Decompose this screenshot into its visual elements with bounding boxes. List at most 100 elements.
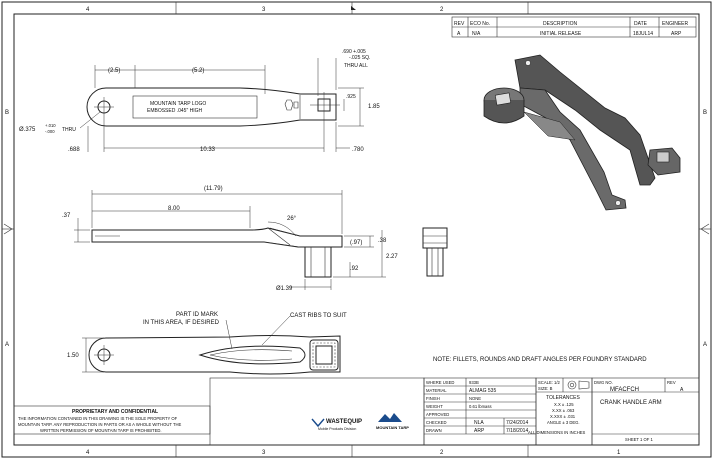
dim-2-27: 2.27 xyxy=(386,254,398,260)
proprietary-line3: WRITTEN PERMISSION OF MOUNTAIN TARP IS P… xyxy=(40,428,162,433)
hole-dia: Ø.375 xyxy=(19,127,36,133)
dim-10-33: 10.33 xyxy=(200,147,216,153)
checked-by: NLA xyxy=(474,420,484,426)
zone-labels: 4 3 2 4 3 2 1 B B A A xyxy=(5,7,707,456)
rev-cell-description: INITIAL RELEASE xyxy=(540,31,582,37)
proprietary-line1: THE INFORMATION CONTAINED IN THIS DRAWIN… xyxy=(18,416,178,421)
top-view: MOUNTAIN TARP LOGO EMBOSSED .045" HIGH (… xyxy=(19,49,380,153)
sq-dim-line2: -.025 SQ. xyxy=(349,55,370,61)
dim-2-5: (2.5) xyxy=(108,68,120,74)
zone-row-b-left: B xyxy=(5,110,9,116)
rev-label: REV xyxy=(667,380,676,385)
sq-dim-line3: THRU ALL xyxy=(344,63,368,69)
mountain-tarp-logo: MOUNTAIN TARP xyxy=(376,413,409,430)
where-used-label: WHERE USED xyxy=(426,380,454,385)
title-block: PROPRIETARY AND CONFIDENTIAL THE INFORMA… xyxy=(13,377,700,446)
approved-label: APPROVED xyxy=(426,412,449,417)
company2-name: MOUNTAIN TARP xyxy=(376,425,409,430)
angle-26: 26° xyxy=(287,216,297,222)
dim-97: (.97) xyxy=(350,240,362,246)
sheet-number: SHEET 1 OF 1 xyxy=(625,437,654,442)
rev-cell-eco: N/A xyxy=(472,31,481,37)
revision-block: REV ECO No. DESCRIPTION DATE ENGINEER A … xyxy=(451,16,697,38)
zone-col-4-bottom: 4 xyxy=(86,450,90,456)
part-id-line2: IN THIS AREA, IF DESIRED xyxy=(143,320,220,326)
dim-8-00: 8.00 xyxy=(168,206,180,212)
dim-92: .92 xyxy=(350,266,359,272)
drawing-title: CRANK HANDLE ARM xyxy=(600,400,662,406)
zone-row-a-right: A xyxy=(703,342,707,348)
weight-value: 0.61 lbmass xyxy=(469,404,492,409)
bottom-view: PART ID MARK IN THIS AREA, IF DESIRED CA… xyxy=(67,312,347,375)
logo-text-line1: MOUNTAIN TARP LOGO xyxy=(150,101,206,107)
hole-thru: THRU xyxy=(62,127,76,133)
projection-symbol xyxy=(567,380,590,390)
drawing-id-block: DWG NO. MFACFCH REV A CRANK HANDLE ARM S… xyxy=(592,378,699,442)
logo-area xyxy=(132,95,258,119)
material-label: MATERIAL xyxy=(426,388,447,393)
sq-dim-line1: .690 +.005 xyxy=(342,49,366,55)
company1-sub: Mobile Products Division xyxy=(318,427,356,431)
rev-header-rev: REV xyxy=(454,21,465,27)
company1-name: WASTEQUIP xyxy=(326,419,362,425)
isometric-view xyxy=(483,54,681,211)
zone-col-4-top: 4 xyxy=(86,7,90,13)
zone-col-2-top: 2 xyxy=(440,7,444,13)
dim-5-2: (5.2) xyxy=(192,68,204,74)
side-view: (11.79) 8.00 .37 26° (.97) .38 2.27 .92 … xyxy=(62,186,398,292)
dim-dia-1-39: Ø1.39 xyxy=(276,286,293,292)
side-boss xyxy=(304,246,332,278)
drawn-label: DRAWN xyxy=(426,428,442,433)
rev-value: A xyxy=(680,387,684,393)
size-text: SIZE: B xyxy=(538,386,553,391)
checked-label: CHECKED xyxy=(426,420,446,425)
zone-col-3-top: 3 xyxy=(262,7,266,13)
where-used-value: 933B xyxy=(469,380,479,385)
rev-cell-engineer: ARP xyxy=(671,31,682,37)
scale-text: SCALE: 1/2 xyxy=(538,380,561,385)
tol-angle: ANGLE ± 3 DEG. xyxy=(547,420,580,425)
dim-780: .780 xyxy=(352,147,364,153)
dim-1-85: 1.85 xyxy=(368,104,380,110)
rev-cell-rev: A xyxy=(457,31,461,37)
tol-xxx: X.XX ± .063 xyxy=(552,408,575,413)
weight-label: WEIGHT xyxy=(426,404,443,409)
proprietary-title: PROPRIETARY AND CONFIDENTIAL xyxy=(72,409,158,415)
rev-header-eco: ECO No. xyxy=(470,21,490,27)
part-id-line1: PART ID MARK xyxy=(176,312,218,318)
zone-row-a-left: A xyxy=(5,342,9,348)
tol-xx: X.X ± .125 xyxy=(554,402,574,407)
wastequip-logo: WASTEQUIP Mobile Products Division xyxy=(311,418,362,431)
finish-value: NONE xyxy=(469,396,481,401)
logo-text-line2: EMBOSSED .045" HIGH xyxy=(147,108,203,114)
zone-col-1-bottom: 1 xyxy=(617,450,621,456)
zone-col-3-bottom: 3 xyxy=(262,450,266,456)
zone-row-b-right: B xyxy=(703,110,707,116)
end-view xyxy=(422,227,448,277)
dim-925: .925 xyxy=(346,94,356,100)
finish-label: FINISH xyxy=(426,396,440,401)
dwg-no-label: DWG NO. xyxy=(594,380,613,385)
title-fields: WHERE USED 933B MATERIAL ALMAG 535 FINIS… xyxy=(424,378,536,435)
dim-37: .37 xyxy=(62,213,71,219)
rev-header-engineer: ENGINEER xyxy=(662,21,689,27)
dim-1-50: 1.50 xyxy=(67,353,79,359)
tol-units: ALL DIMENSIONS IN INCHES xyxy=(528,430,586,435)
hole-tol-plus: +.010 xyxy=(45,123,56,128)
cast-rib xyxy=(198,345,306,365)
dim-11-79: (11.79) xyxy=(204,186,223,192)
hole-tol-minus: -.000 xyxy=(45,129,55,134)
dwg-no-value: MFACFCH xyxy=(610,387,639,393)
foundry-note: NOTE: FILLETS, ROUNDS AND DRAFT ANGLES P… xyxy=(433,357,647,363)
drawn-date: 7/18/2014 xyxy=(506,428,528,434)
tolerances-title: TOLERANCES xyxy=(546,395,580,401)
dim-38: .38 xyxy=(378,238,387,244)
tol-xxxx: X.XXX ± .031 xyxy=(550,414,576,419)
drawn-by: ARP xyxy=(474,428,485,434)
tolerance-block: SCALE: 1/2 SIZE: B TOLERANCES X.X ± .125… xyxy=(528,378,592,435)
cast-ribs-note: CAST RIBS TO SUIT xyxy=(290,313,347,319)
rev-cell-date: 18JUL14 xyxy=(633,31,653,37)
checked-date: 7/24/2014 xyxy=(506,420,528,426)
rev-header-date: DATE xyxy=(634,21,648,27)
